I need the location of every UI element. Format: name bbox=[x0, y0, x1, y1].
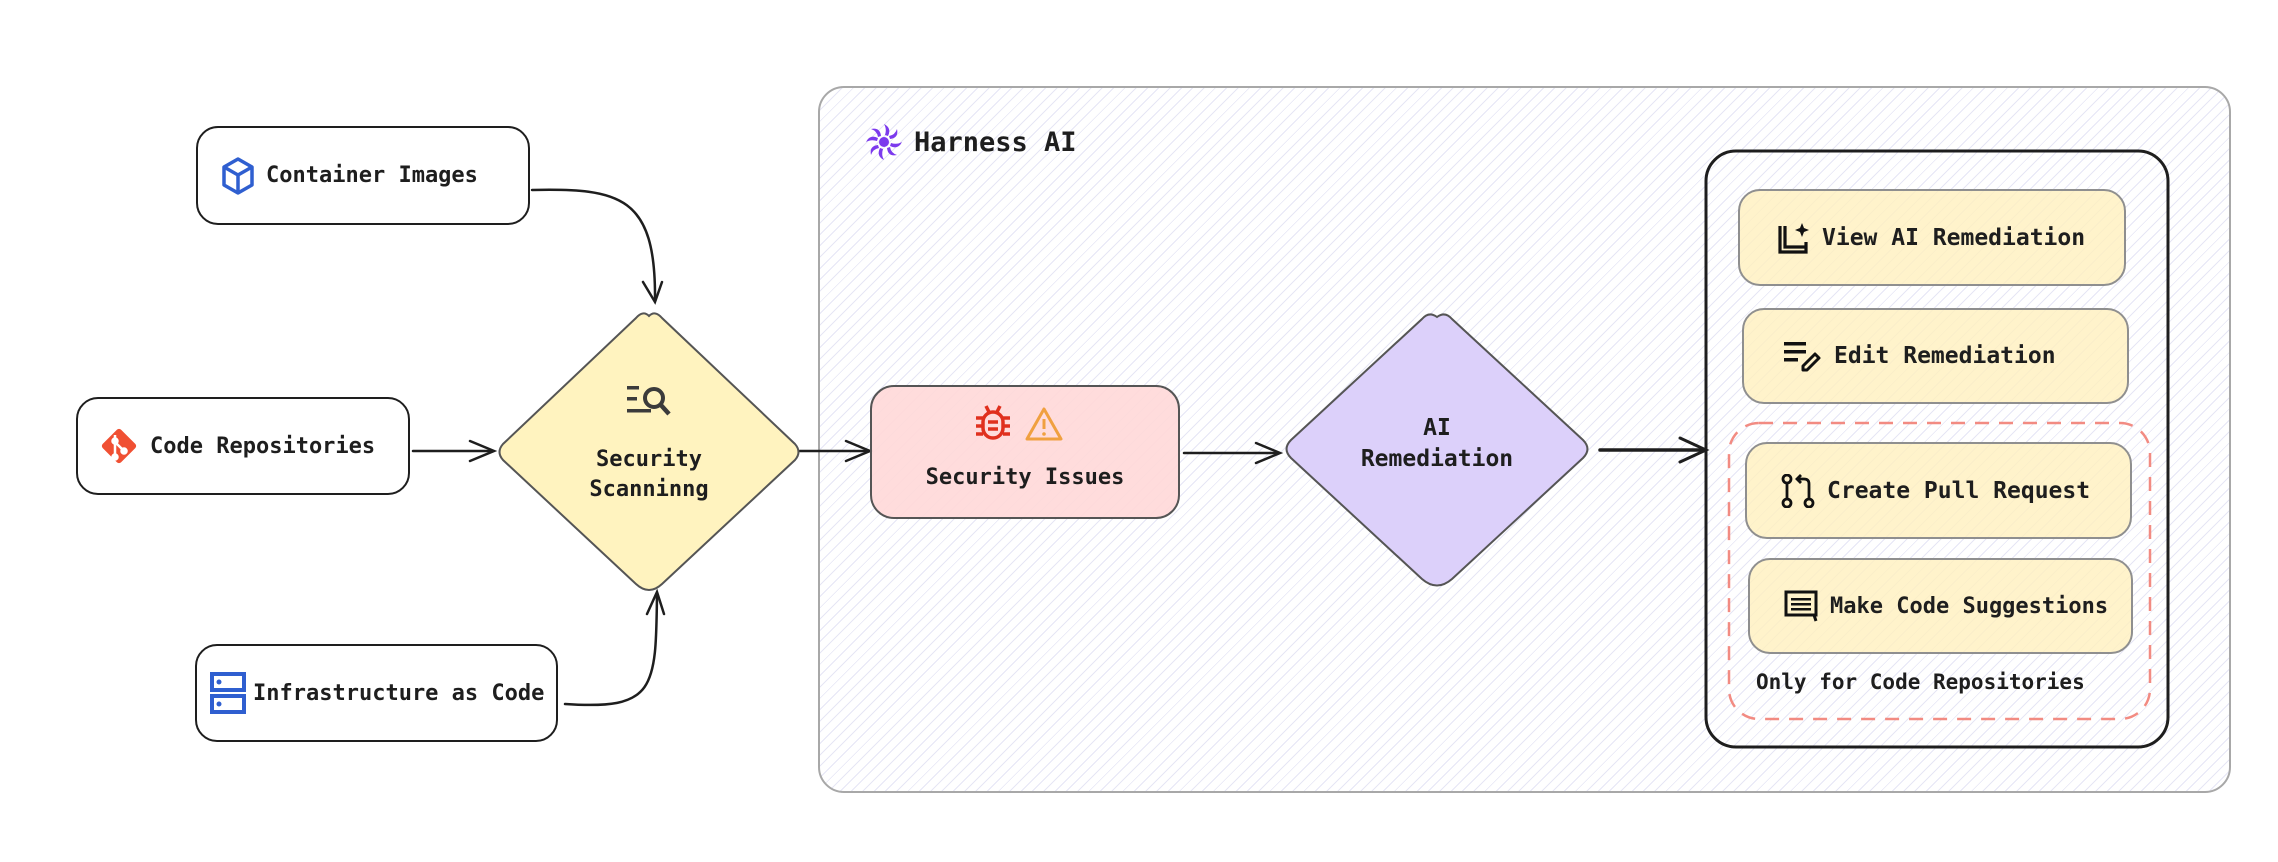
ai-document-icon bbox=[1778, 222, 1810, 254]
edit-lines-icon bbox=[1784, 340, 1822, 372]
harness-logo-icon bbox=[866, 124, 902, 160]
view-ai-remediation-action[interactable]: View AI Remediation bbox=[1738, 189, 2126, 286]
warning-icon bbox=[1025, 407, 1063, 441]
infrastructure-as-code-label: Infrastructure as Code bbox=[253, 680, 545, 706]
pull-request-icon bbox=[1781, 473, 1815, 508]
security-issues-node bbox=[870, 385, 1180, 519]
make-code-suggestions-action[interactable]: Make Code Suggestions bbox=[1748, 558, 2133, 654]
comment-icon bbox=[1784, 590, 1818, 622]
harness-ai-title: Harness AI bbox=[914, 126, 1077, 158]
code-repos-only-note: Only for Code Repositories bbox=[1756, 670, 2085, 694]
make-code-suggestions-label: Make Code Suggestions bbox=[1830, 593, 2109, 619]
remediation-label-line2: Remediation bbox=[1360, 446, 1514, 472]
bug-icon bbox=[976, 405, 1010, 440]
container-images-node: Container Images bbox=[196, 126, 530, 225]
scanning-label-line2: Scanninng bbox=[589, 477, 709, 502]
arrow-container-to-scanning bbox=[530, 188, 657, 302]
actions-container bbox=[1704, 149, 2170, 749]
security-scanning-label: Security Scanninng bbox=[549, 445, 749, 505]
code-repositories-label: Code Repositories bbox=[150, 433, 376, 459]
edit-remediation-label: Edit Remediation bbox=[1834, 343, 2056, 369]
create-pull-request-label: Create Pull Request bbox=[1827, 477, 2091, 504]
arrow-iac-to-scanning bbox=[563, 592, 659, 707]
scan-search-icon bbox=[627, 386, 671, 416]
container-images-label: Container Images bbox=[266, 163, 478, 188]
create-pull-request-action[interactable]: Create Pull Request bbox=[1745, 442, 2132, 539]
git-icon bbox=[98, 425, 138, 467]
server-icon bbox=[209, 671, 247, 715]
security-issues-label: Security Issues bbox=[925, 465, 1125, 490]
scanning-label-line1: Security bbox=[596, 447, 702, 472]
view-ai-remediation-label: View AI Remediation bbox=[1822, 224, 2086, 251]
box-icon bbox=[222, 156, 254, 195]
code-repositories-node: Code Repositories bbox=[76, 397, 410, 495]
edit-remediation-action[interactable]: Edit Remediation bbox=[1742, 308, 2129, 404]
harness-ai-header: Harness AI bbox=[862, 120, 1077, 164]
ai-remediation-label: AI Remediation bbox=[1337, 413, 1537, 475]
security-scanning-diamond bbox=[498, 312, 800, 591]
ai-remediation-diamond bbox=[1285, 313, 1589, 587]
code-repos-only-region bbox=[1727, 421, 2152, 721]
infrastructure-as-code-node: Infrastructure as Code bbox=[195, 644, 558, 742]
remediation-label-line1: AI bbox=[1423, 415, 1451, 441]
